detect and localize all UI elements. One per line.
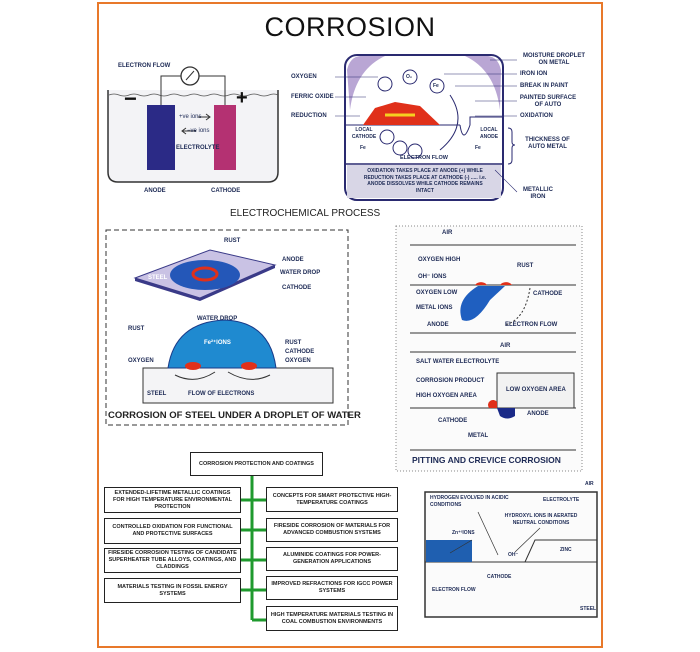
label-anode-droplet: ANODE (282, 257, 304, 263)
label-oxygen-right: OXYGEN (285, 358, 311, 364)
label-water-drop-top: WATER DROP (280, 270, 321, 276)
label-anode: ANODE (144, 188, 166, 194)
label-zinc: ZINC (560, 547, 572, 553)
label-fe-ions: Fe²⁺IONS (204, 340, 231, 346)
plus-sign: + (236, 87, 248, 109)
label-air-zinc: AIR (585, 481, 594, 487)
label-electron-flow: ELECTRON FLOW (118, 63, 171, 69)
label-break-in-paint: BREAK IN PAINT (520, 83, 569, 89)
protection-right-3: ALUMINIDE COATINGS FOR POWER-GENERATION … (266, 547, 398, 571)
caption-electrochemical: ELECTROCHEMICAL PROCESS (230, 208, 381, 219)
caption-pitting: PITTING AND CREVICE CORROSION (412, 455, 561, 465)
label-cathode-crevice: CATHODE (438, 418, 468, 424)
label-fe-1: Fe (360, 145, 366, 151)
protection-root-box: CORROSION PROTECTION AND COATINGS (190, 452, 323, 476)
label-reduction: REDUCTION (291, 113, 327, 119)
protection-right-4: IMPROVED REFRACTIONS FOR IGCC POWER SYST… (266, 576, 398, 600)
minus-sign: − (124, 86, 137, 111)
page-title: CORROSION (264, 12, 436, 42)
label-negative-ions: −ve ions (187, 128, 210, 134)
cathode-electrode (214, 105, 236, 170)
label-anode-crevice: ANODE (527, 411, 549, 417)
label-high-oxygen: HIGH OXYGEN AREA (416, 393, 477, 399)
protection-right-2: FIRESIDE CORROSION OF MATERIALS FOR ADVA… (266, 518, 398, 542)
protection-left-3: FIRESIDE CORROSION TESTING OF CANDIDATE … (104, 548, 241, 573)
label-cathode-right: CATHODE (285, 349, 315, 355)
label-fe-2: Fe (475, 145, 481, 151)
label-local-anode: LOCAL ANODE (479, 127, 499, 140)
label-rust-left: RUST (128, 326, 145, 332)
label-flow-electrons: FLOW OF ELECTRONS (188, 391, 255, 397)
label-anode-pit: ANODE (427, 322, 449, 328)
label-moisture-droplet: MOISTURE DROPLET ON METAL (522, 53, 585, 66)
label-electron-flow-auto: ELECTRON FLOW (400, 155, 448, 161)
label-fe-ion: Fe (433, 83, 439, 89)
label-air-top: AIR (442, 230, 453, 236)
poster-frame (97, 2, 603, 648)
auto-note: OXIDATION TAKES PLACE AT ANODE (+) WHILE… (363, 168, 487, 194)
label-cathode-droplet: CATHODE (282, 285, 312, 291)
label-cathode: CATHODE (211, 188, 241, 194)
label-thickness: THICKNESS OF AUTO METAL (525, 137, 570, 150)
label-electron-flow-zinc: ELECTRON FLOW (432, 587, 476, 593)
label-metallic-iron: METALLIC IRON (523, 187, 553, 200)
label-steel-plate: STEEL (148, 275, 168, 281)
protection-left-1: EXTENDED-LIFETIME METALLIC COATINGS FOR … (104, 487, 241, 513)
label-oxygen: OXYGEN (291, 74, 317, 80)
label-salt-water: SALT WATER ELECTROLYTE (416, 359, 500, 365)
label-electrolyte-zinc: ELECTROLYTE (543, 497, 580, 503)
label-metal: METAL (468, 433, 489, 439)
protection-right-5: HIGH TEMPERATURE MATERIALS TESTING IN CO… (266, 606, 398, 631)
electrolytic-cell (107, 66, 279, 183)
label-water-drop: WATER DROP (197, 316, 238, 322)
label-oxygen-high: OXYGEN HIGH (418, 257, 461, 263)
label-painted-surface: PAINTED SURFACE OF AUTO (519, 95, 577, 108)
droplet-panel (105, 229, 349, 426)
label-oh: OH⁻ (508, 552, 519, 558)
label-iron-ion: IRON ION (520, 71, 548, 77)
label-o2: O₂ (406, 74, 413, 80)
label-electrolyte: ELECTROLYTE (176, 145, 220, 151)
pitting-panel (395, 225, 583, 472)
protection-connectors (240, 476, 266, 622)
label-steel: STEEL (147, 391, 167, 397)
label-steel-zinc: STEEL (580, 606, 597, 612)
label-rust-top: RUST (224, 238, 241, 244)
label-zn-ions: Zn⁺²IONS (452, 530, 475, 536)
label-metal-ions: METAL IONS (416, 305, 453, 311)
auto-corrosion-diagram (335, 54, 518, 201)
zinc-panel (424, 491, 598, 618)
label-air-bottom: AIR (500, 343, 511, 349)
label-local-cathode: LOCAL CATHODE (351, 127, 377, 140)
label-cathode-pit: CATHODE (533, 291, 563, 297)
label-positive-ions: +ve ions (179, 114, 202, 120)
label-oxidation: OXIDATION (520, 113, 553, 119)
protection-left-2: CONTROLLED OXIDATION FOR FUNCTIONAL AND … (104, 518, 241, 544)
label-hydrogen: HYDROGEN EVOLVED IN ACIDIC CONDITIONS (430, 495, 509, 508)
protection-left-4: MATERIALS TESTING IN FOSSIL ENERGY SYSTE… (104, 578, 241, 603)
label-rust-right: RUST (285, 340, 302, 346)
anode-electrode (147, 105, 175, 170)
caption-droplet: CORROSION OF STEEL UNDER A DROPLET OF WA… (108, 410, 361, 421)
label-oxygen-left: OXYGEN (128, 358, 154, 364)
label-ferric-oxide: FERRIC OXIDE (291, 94, 334, 100)
protection-right-1: CONCEPTS FOR SMART PROTECTIVE HIGH-TEMPE… (266, 487, 398, 512)
label-oxygen-low: OXYGEN LOW (416, 290, 458, 296)
label-cathode-zinc: CATHODE (487, 574, 512, 580)
label-oh-ions: OH⁻ IONS (418, 274, 447, 280)
label-low-oxygen: LOW OXYGEN AREA (506, 387, 566, 393)
label-corrosion-product: CORROSION PRODUCT (416, 378, 485, 384)
label-hydroxyl: HYDROXYL IONS IN AERATED NEUTRAL CONDITI… (504, 513, 578, 526)
label-rust-pit: RUST (517, 263, 534, 269)
label-electron-flow-pit: ELECTRON FLOW (505, 322, 558, 328)
